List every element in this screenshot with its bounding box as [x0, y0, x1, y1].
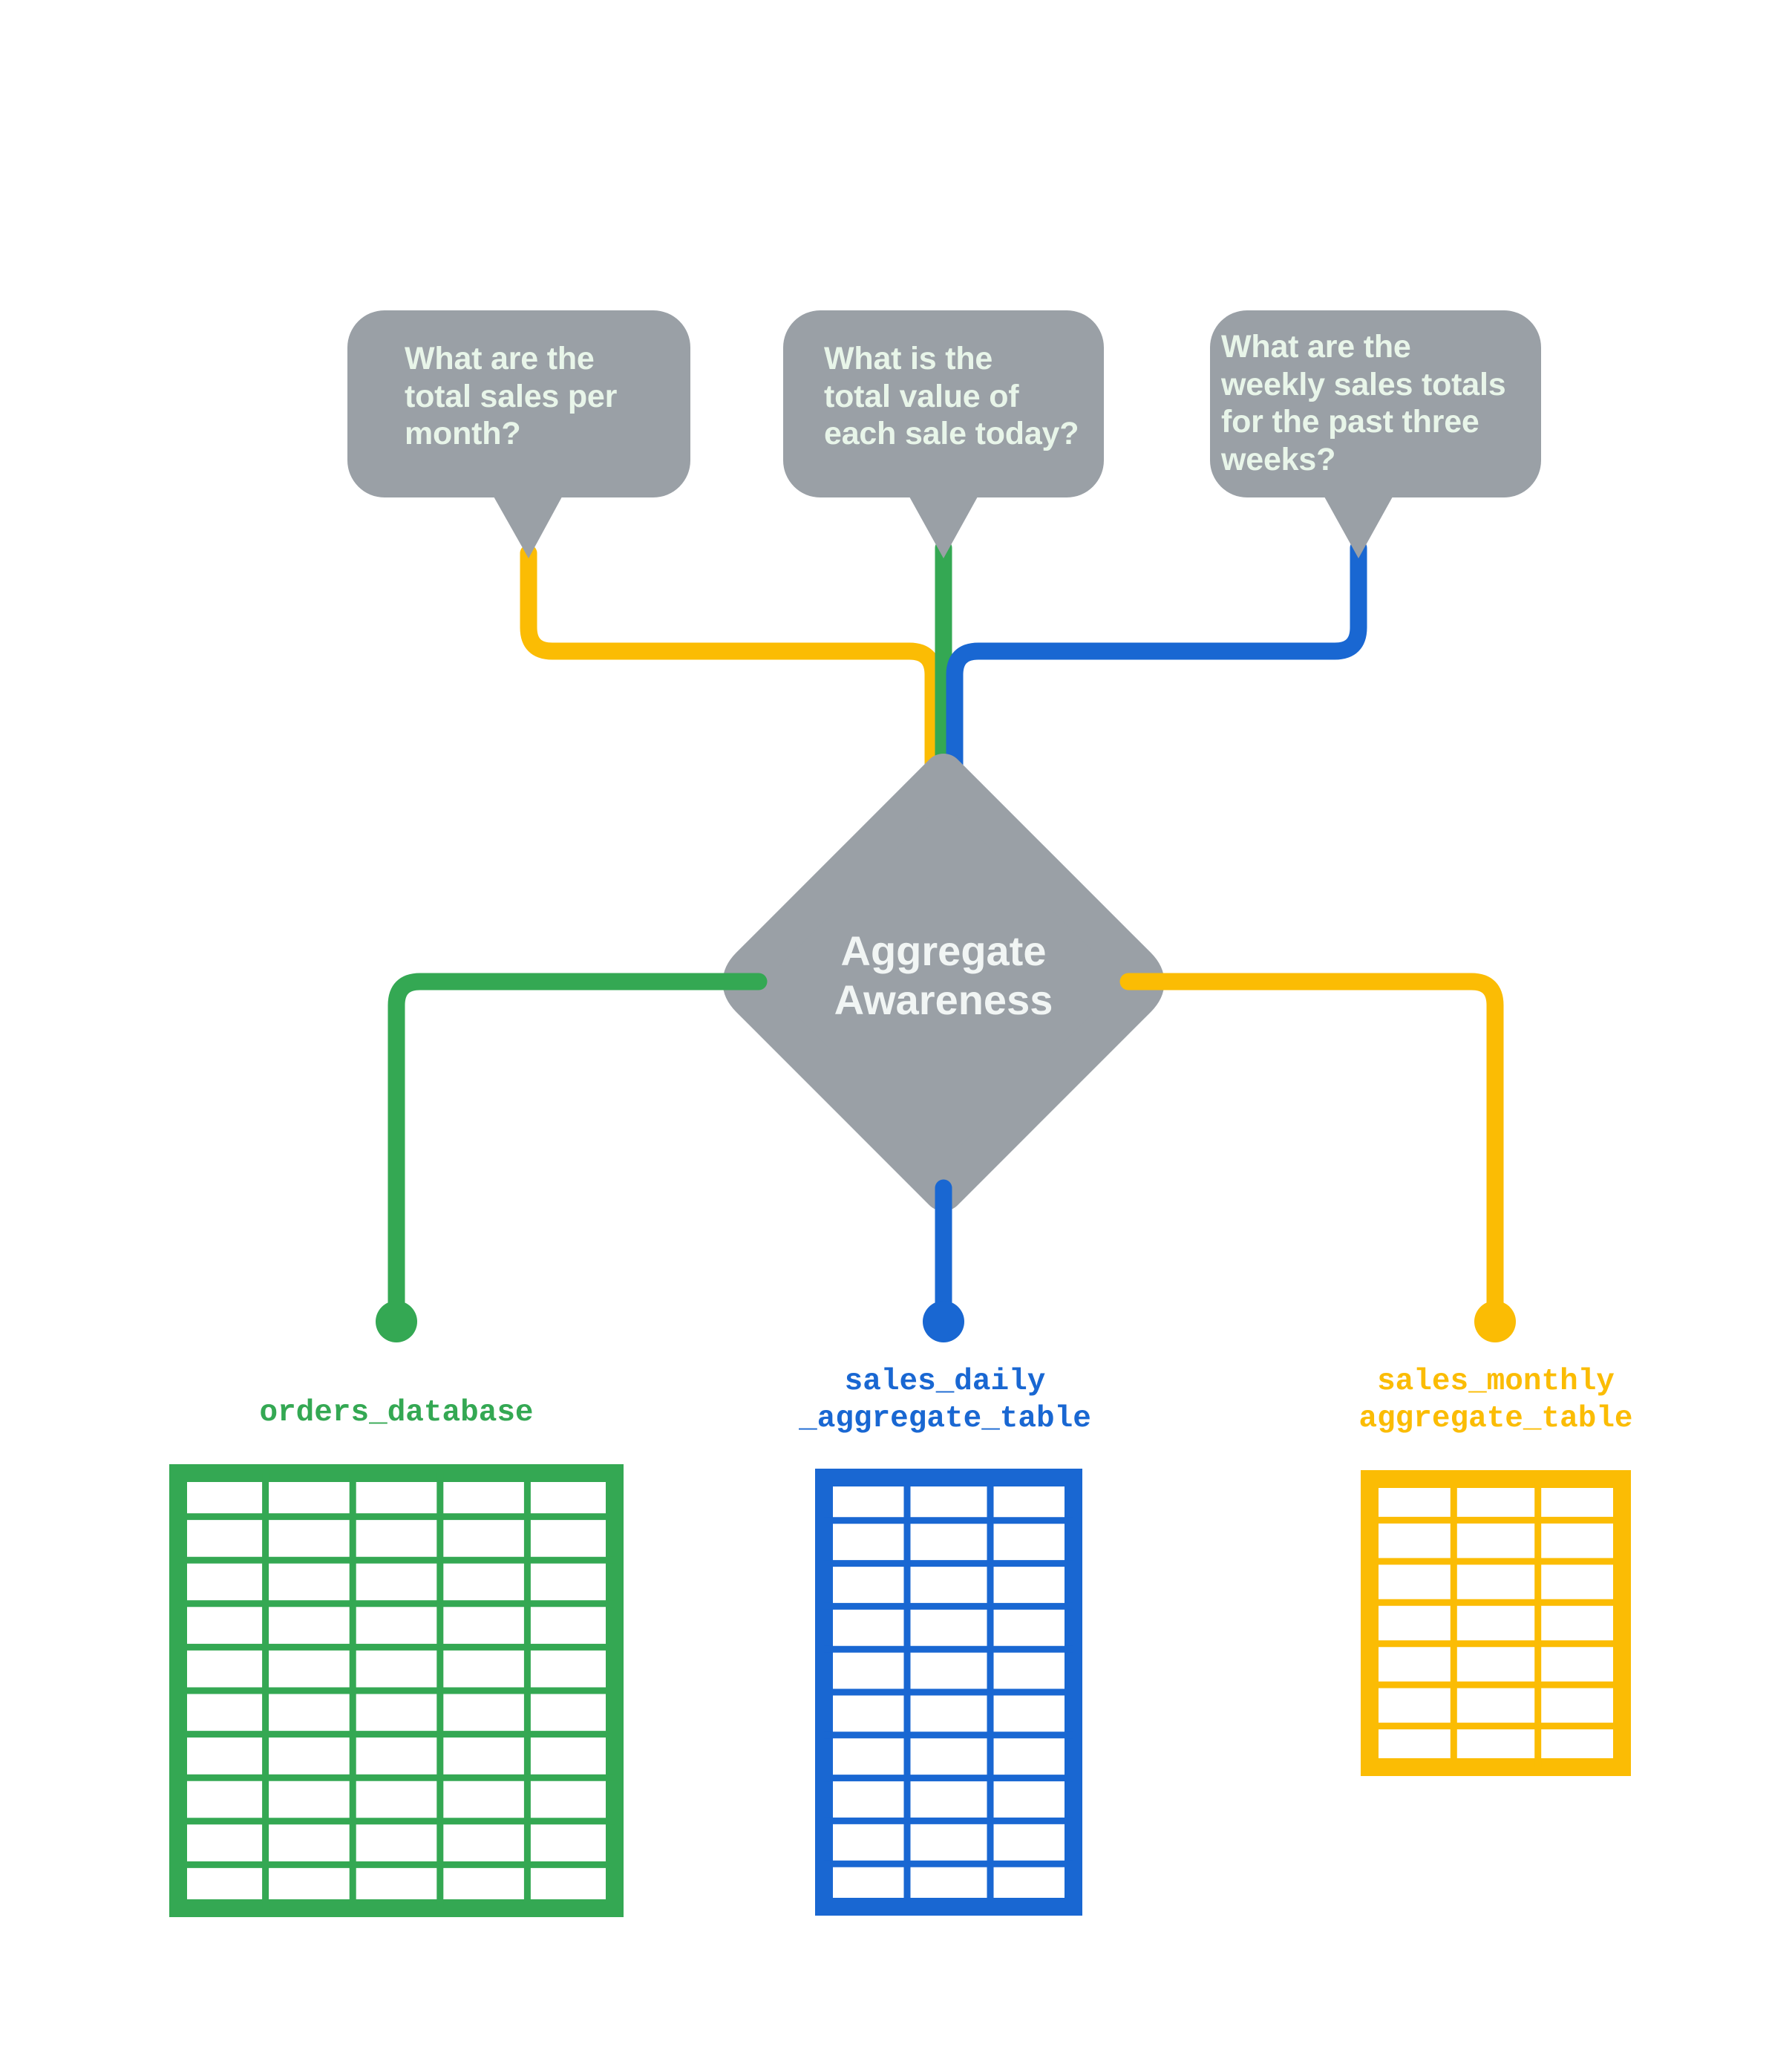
question-label-daily: What is the total value of each sale tod… — [824, 341, 1079, 452]
connector-green-bottom — [387, 973, 768, 1323]
page-title: Aggregate Awareness — [834, 927, 1053, 1024]
connector-yellow-bottom — [1119, 973, 1504, 1323]
table-label-sales-daily: sales_daily _aggregate_table — [799, 1365, 1091, 1437]
bubble-tail-weekly — [1321, 490, 1396, 558]
bubble-monthly — [347, 310, 690, 497]
bubble-daily — [783, 310, 1104, 497]
connector-blue-top — [946, 539, 1367, 785]
bubble-tail-monthly — [490, 490, 566, 558]
endpoint-dot-blue — [923, 1301, 964, 1342]
bubble-weekly — [1210, 310, 1541, 497]
bubble-tail-daily — [906, 490, 981, 558]
sales-monthly-aggregate-grid — [1361, 1470, 1631, 1776]
table-label-orders-database: orders_database — [259, 1396, 534, 1430]
question-label-weekly: What are the weekly sales totals for the… — [1221, 329, 1506, 478]
question-label-monthly: What are the total sales per month? — [405, 341, 618, 452]
connector-yellow-top — [520, 544, 942, 785]
orders-database-grid — [169, 1464, 624, 1917]
sales-daily-aggregate-grid — [815, 1469, 1082, 1916]
endpoint-dot-yellow — [1474, 1301, 1516, 1342]
table-label-sales-monthly: sales_monthly aggregate_table — [1358, 1365, 1633, 1437]
endpoint-dot-green — [376, 1301, 417, 1342]
